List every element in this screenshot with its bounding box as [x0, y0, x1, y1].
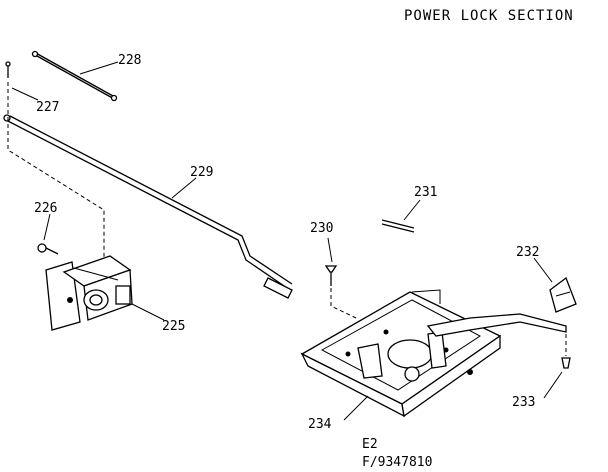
part-225-actuator	[45, 255, 133, 331]
callout-231: 231	[414, 185, 437, 200]
callout-232: 232	[516, 245, 539, 260]
part-229-rod	[3, 114, 293, 299]
leader-234	[343, 395, 369, 421]
part-226-screw	[37, 243, 59, 255]
callout-228: 228	[118, 53, 141, 68]
part-227-pin	[5, 61, 11, 78]
leader-228	[79, 61, 119, 75]
leader-230	[327, 237, 333, 263]
part-233-screw	[561, 334, 571, 369]
guide-line-center	[330, 288, 357, 319]
link-arm	[426, 313, 567, 337]
leader-225	[131, 303, 165, 321]
guide-line-left	[7, 82, 105, 270]
callout-229: 229	[190, 165, 213, 180]
leader-226	[43, 213, 51, 241]
callout-227: 227	[36, 100, 59, 115]
part-230-screw	[324, 265, 338, 286]
leader-229	[171, 177, 197, 199]
callout-233: 233	[512, 395, 535, 410]
diagram-title: POWER LOCK SECTION	[404, 8, 574, 24]
part-232-cap	[549, 276, 577, 313]
footer-code-line2: F/9347810	[362, 455, 432, 470]
leader-233	[543, 371, 563, 399]
leader-232	[533, 257, 553, 283]
leader-227	[11, 87, 39, 101]
part-228-rod	[31, 50, 118, 102]
callout-226: 226	[34, 201, 57, 216]
leader-231	[403, 199, 421, 221]
footer-code-line1: E2	[362, 437, 378, 452]
callout-225: 225	[162, 319, 185, 334]
callout-230: 230	[310, 221, 333, 236]
part-234-bracket	[300, 289, 502, 418]
callout-234: 234	[308, 417, 332, 432]
part-231-pin	[381, 219, 415, 233]
